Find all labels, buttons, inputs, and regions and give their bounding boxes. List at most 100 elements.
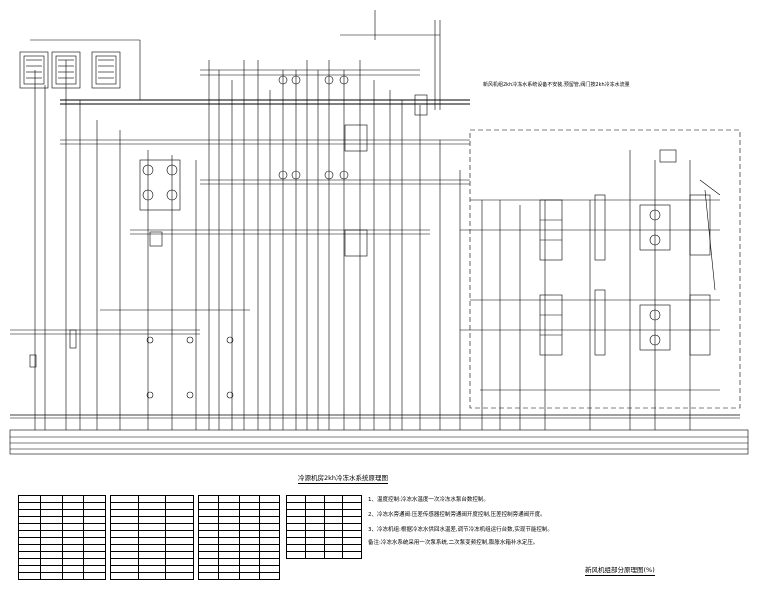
legend-row — [110, 537, 194, 545]
legend-row — [110, 516, 194, 524]
legend-cell — [39, 544, 63, 552]
fresh-air-zone — [469, 129, 741, 409]
legend-cell — [342, 537, 362, 545]
legend-cell — [83, 495, 106, 503]
legend-cell — [197, 495, 220, 503]
legend-cell — [218, 523, 240, 531]
legend-cell — [342, 530, 362, 538]
legend-cell — [342, 544, 362, 552]
legend-cell — [258, 558, 281, 566]
legend-row — [110, 509, 194, 517]
legend-cell — [304, 523, 325, 531]
legend-cell — [238, 544, 260, 552]
legend-cell — [18, 551, 41, 559]
note-2: 2、冷冻水旁通阀:压差传感器控制旁通阀开度控制,压差控制旁通阀开度。 — [368, 512, 546, 518]
legend-cell — [165, 572, 194, 580]
legend-cell — [83, 523, 106, 531]
legend-cell — [304, 495, 325, 503]
legend-cell — [304, 502, 325, 510]
legend-cell — [323, 537, 344, 545]
legend-cell — [323, 502, 344, 510]
legend-row — [110, 558, 194, 566]
legend-cell — [61, 537, 85, 545]
legend-cell — [238, 516, 260, 524]
note-1: 1、温度控制:冷冻水温度一次冷冻水泵台数控制。 — [368, 497, 489, 503]
legend-row — [286, 551, 362, 559]
legend-row — [286, 516, 362, 524]
legend-cell — [165, 530, 194, 538]
legend-cell — [165, 502, 194, 510]
legend-row — [197, 572, 281, 580]
legend-cell — [197, 509, 220, 517]
legend-row — [18, 509, 106, 517]
legend-cell — [304, 530, 325, 538]
legend-cell — [137, 551, 167, 559]
legend-cell — [83, 516, 106, 524]
legend-cell — [137, 537, 167, 545]
legend-cell — [286, 530, 306, 538]
legend-cell — [61, 551, 85, 559]
legend-cell — [238, 565, 260, 573]
legend-table-4 — [286, 495, 362, 559]
legend-cell — [39, 537, 63, 545]
legend-cell — [258, 544, 281, 552]
legend-cell — [218, 516, 240, 524]
legend-row — [18, 530, 106, 538]
legend-cell — [110, 565, 139, 573]
legend-row — [18, 502, 106, 510]
legend-cell — [304, 516, 325, 524]
caption-main: 冷源机房2kh冷冻水系统原理图 — [298, 474, 389, 484]
legend-row — [286, 537, 362, 545]
legend-cell — [18, 530, 41, 538]
legend-cell — [286, 495, 306, 503]
legend-row — [18, 551, 106, 559]
legend-cell — [286, 516, 306, 524]
legend-table-2 — [110, 495, 194, 580]
legend-cell — [286, 544, 306, 552]
legend-row — [18, 516, 106, 524]
legend-cell — [197, 537, 220, 545]
legend-cell — [83, 502, 106, 510]
legend-cell — [39, 495, 63, 503]
legend-cell — [83, 544, 106, 552]
legend-cell — [258, 530, 281, 538]
legend-row — [18, 572, 106, 580]
legend-cell — [304, 537, 325, 545]
legend-cell — [18, 502, 41, 510]
legend-cell — [323, 551, 344, 559]
legend-cell — [238, 495, 260, 503]
legend-cell — [61, 509, 85, 517]
legend-cell — [61, 558, 85, 566]
legend-row — [197, 509, 281, 517]
legend-cell — [258, 537, 281, 545]
legend-cell — [218, 565, 240, 573]
legend-cell — [218, 509, 240, 517]
legend-cell — [137, 516, 167, 524]
legend-row — [110, 565, 194, 573]
legend-cell — [258, 523, 281, 531]
legend-cell — [18, 537, 41, 545]
legend-cell — [137, 530, 167, 538]
legend-cell — [18, 523, 41, 531]
legend-cell — [61, 544, 85, 552]
legend-cell — [165, 544, 194, 552]
legend-cell — [18, 509, 41, 517]
legend-cell — [218, 572, 240, 580]
legend-cell — [197, 502, 220, 510]
legend-cell — [258, 509, 281, 517]
legend-cell — [83, 509, 106, 517]
legend-cell — [137, 572, 167, 580]
legend-row — [197, 537, 281, 545]
legend-cell — [39, 509, 63, 517]
legend-cell — [39, 530, 63, 538]
legend-cell — [238, 537, 260, 545]
note-3: 3、冷冻机组:根据冷冻水供回水温差,调节冷冻机组运行台数,实现节能控制。 — [368, 527, 553, 533]
legend-cell — [197, 523, 220, 531]
legend-cell — [286, 537, 306, 545]
legend-cell — [18, 558, 41, 566]
legend-cell — [323, 523, 344, 531]
legend-cell — [258, 516, 281, 524]
legend-row — [197, 502, 281, 510]
legend-cell — [110, 537, 139, 545]
